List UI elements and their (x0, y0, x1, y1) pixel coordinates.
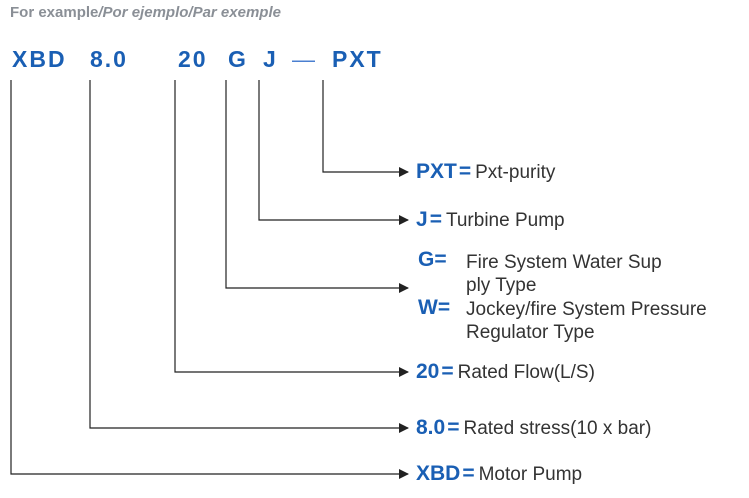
header-separator: / (98, 4, 103, 21)
def-key: XBD (416, 462, 461, 485)
header-separator: / (188, 4, 193, 21)
connector-pressure (89, 80, 409, 433)
def-equals: = (458, 160, 472, 183)
def-text: Turbine Pump (445, 210, 565, 231)
definition-stress: 8.0=Rated stress(10 x bar) (416, 416, 651, 440)
def-key: W (418, 296, 438, 319)
connector-pxt (322, 80, 409, 177)
def-key: J (416, 208, 428, 231)
example-header: For example/Por ejemplo/Par exemple (10, 4, 281, 21)
connector-j (258, 80, 409, 225)
def-text: Motor Pump (478, 464, 583, 485)
def-equals: = (434, 248, 447, 271)
connector-flow (174, 80, 409, 377)
connector-g (225, 80, 409, 293)
def-text: Pxt-purity (475, 162, 556, 183)
code-type-g: G (228, 46, 248, 72)
def-text-line: Jockey/fire System Pressure (466, 299, 707, 320)
def-text-line: ply Type (466, 275, 537, 296)
header-english: For example (10, 4, 99, 21)
definition-w-text: Jockey/fire System Pressure Regulator Ty… (466, 298, 707, 344)
code-pxt: PXT (332, 46, 383, 72)
def-text: Rated Flow(L/S) (457, 362, 595, 383)
code-dash: — (292, 46, 317, 72)
def-text-line: Fire System Water Sup (466, 252, 662, 273)
def-equals: = (462, 462, 475, 485)
def-key: PXT (416, 160, 457, 183)
code-type-j: J (263, 46, 278, 72)
header-spanish: Por ejemplo (102, 4, 189, 21)
definition-g-text: Fire System Water Sup ply Type (466, 251, 662, 297)
def-equals: = (447, 416, 460, 439)
def-equals: = (437, 296, 451, 319)
code-xbd: XBD (12, 46, 67, 72)
definition-w-key: W= (418, 296, 450, 320)
def-key: G (418, 248, 435, 271)
definition-g-key: G= (418, 248, 447, 272)
definition-pxt: PXT=Pxt-purity (416, 160, 555, 184)
def-key: 8.0 (416, 416, 446, 439)
def-equals: = (441, 360, 454, 383)
header-french: Par exemple (192, 4, 281, 21)
code-pressure: 8.0 (90, 46, 128, 72)
definition-flow: 20=Rated Flow(L/S) (416, 360, 595, 384)
def-text: Rated stress(10 x bar) (463, 418, 652, 439)
code-flow: 20 (178, 46, 208, 72)
def-key: 20 (416, 360, 440, 383)
definition-j: J=Turbine Pump (416, 208, 565, 232)
def-equals: = (429, 208, 442, 231)
def-text-line: Regulator Type (466, 322, 595, 343)
definition-xbd: XBD=Motor Pump (416, 462, 582, 486)
connector-xbd (10, 80, 409, 479)
